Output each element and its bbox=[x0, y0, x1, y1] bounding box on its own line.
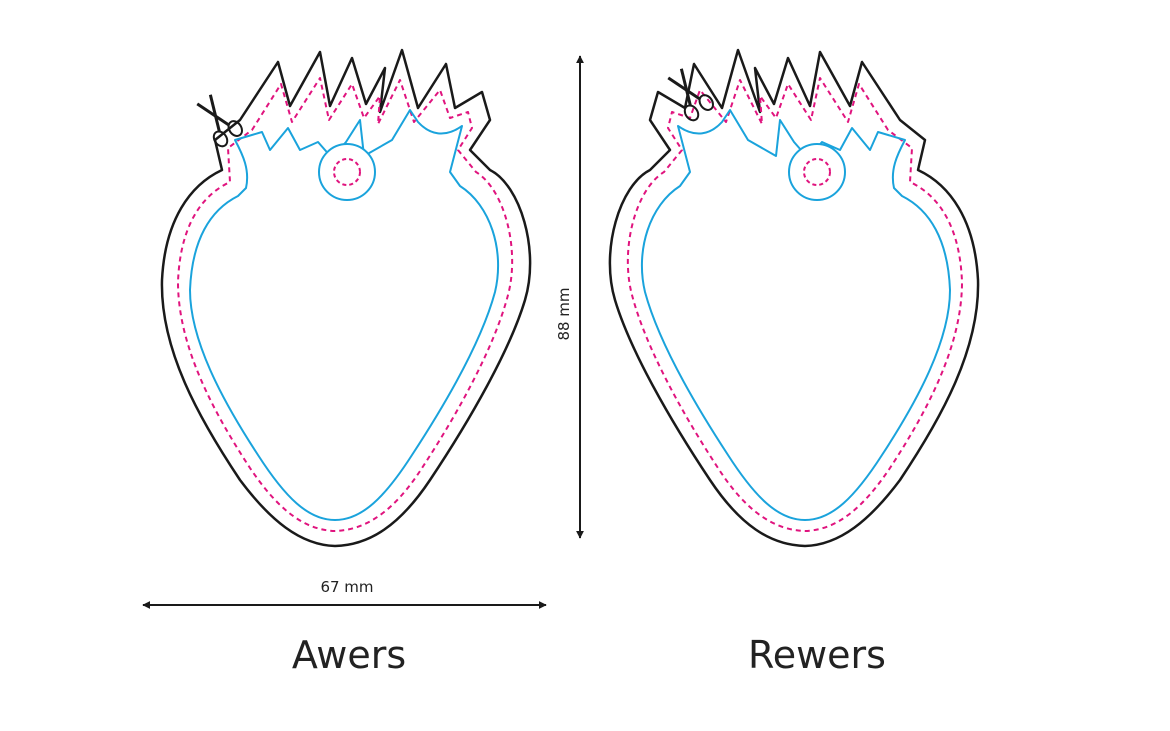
back-hang-hole bbox=[788, 143, 846, 201]
front-hang-hole bbox=[318, 143, 376, 201]
scissors-icon bbox=[196, 94, 243, 148]
back-scissors-icon bbox=[667, 68, 714, 122]
width-dimension-label: 67 mm bbox=[320, 578, 373, 596]
front-side-label: Awers bbox=[291, 633, 407, 677]
back-hang-hole-cut bbox=[803, 158, 831, 186]
front-hang-hole-cut bbox=[333, 158, 361, 186]
height-dimension-label: 88 mm bbox=[555, 287, 573, 340]
back-strawberry-shape bbox=[608, 48, 980, 548]
back-side-label: Rewers bbox=[748, 633, 886, 677]
front-strawberry-shape bbox=[160, 48, 532, 548]
back-cut-line bbox=[608, 48, 980, 548]
